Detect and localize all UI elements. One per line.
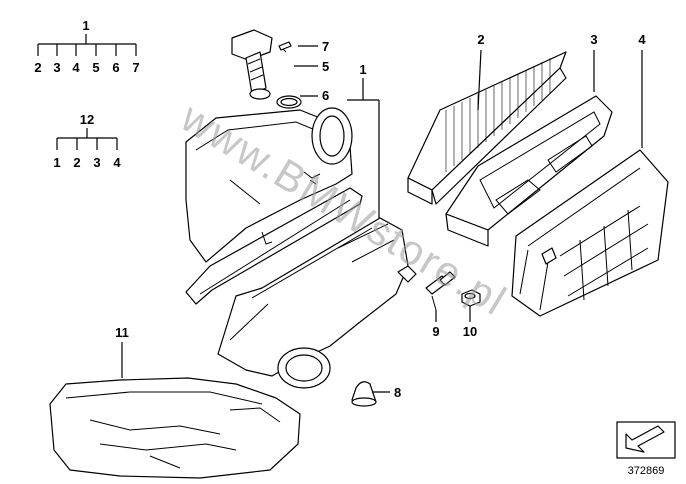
callout-2: 2 bbox=[477, 32, 484, 47]
callout-3: 3 bbox=[590, 32, 597, 47]
callout-8: 8 bbox=[394, 385, 401, 400]
tree1-root: 1 bbox=[82, 18, 89, 33]
tree1-child: 3 bbox=[53, 60, 60, 75]
callout-11: 11 bbox=[115, 325, 129, 340]
tree2-root: 12 bbox=[80, 112, 94, 127]
part-silencer-upper-housing bbox=[185, 107, 363, 305]
nav-arrow-box[interactable] bbox=[616, 421, 676, 459]
tree1-child: 4 bbox=[72, 60, 80, 75]
doc-number: 372869 bbox=[628, 465, 665, 477]
tree1-child: 6 bbox=[112, 60, 119, 75]
part-filter-housing-insert bbox=[511, 149, 669, 317]
callout-5: 5 bbox=[322, 59, 329, 74]
tree2-child: 3 bbox=[93, 155, 100, 170]
part-screw bbox=[278, 41, 292, 53]
callout-9: 9 bbox=[432, 324, 439, 339]
part-silencer-lower-housing bbox=[217, 217, 417, 389]
arrow-down-left-icon bbox=[625, 425, 665, 453]
part-rubber-mount bbox=[351, 381, 377, 407]
callout-10: 10 bbox=[463, 324, 477, 339]
part-air-mass-sensor bbox=[231, 29, 273, 100]
tree2-child: 4 bbox=[113, 155, 121, 170]
callout-4: 4 bbox=[638, 32, 646, 47]
part-temperature-sensor bbox=[425, 271, 456, 311]
part-nut bbox=[461, 289, 481, 307]
part-air-duct-shield bbox=[49, 377, 301, 479]
part-seal-ring bbox=[276, 95, 302, 109]
tree1-child: 2 bbox=[34, 60, 41, 75]
callout-1: 1 bbox=[359, 62, 366, 77]
legend-tree-1: 1 2 3 4 5 6 7 bbox=[34, 18, 139, 75]
callout-6: 6 bbox=[322, 88, 329, 103]
tree1-child: 5 bbox=[92, 60, 99, 75]
callout-7: 7 bbox=[322, 39, 329, 54]
legend-tree-2: 12 1 2 3 4 bbox=[53, 112, 121, 170]
tree2-child: 2 bbox=[73, 155, 80, 170]
leader-lines bbox=[121, 45, 643, 393]
tree2-child: 1 bbox=[53, 155, 60, 170]
part-filter-frame bbox=[445, 95, 613, 247]
part-filter-element bbox=[407, 51, 567, 205]
tree1-child: 7 bbox=[132, 60, 139, 75]
